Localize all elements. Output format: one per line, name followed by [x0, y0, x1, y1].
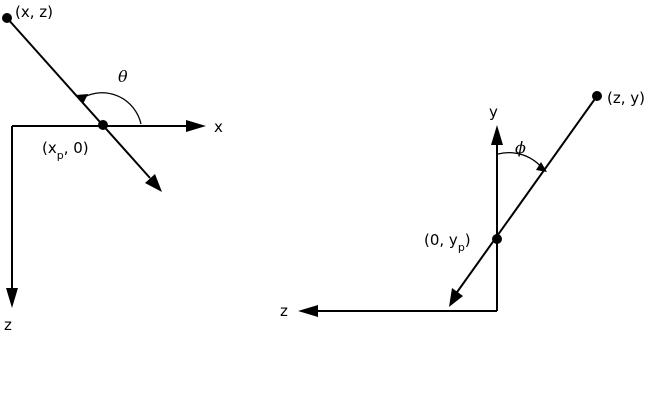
left-intercept-point	[98, 120, 108, 130]
left-x-axis-arrowhead	[186, 120, 206, 132]
right-y-axis-label: y	[489, 103, 498, 121]
left-panel-xz-plane: (x, z) θ x z (xp, 0)	[2, 3, 223, 334]
left-z-axis	[6, 126, 18, 308]
left-z-axis-label: z	[4, 316, 12, 334]
right-ray	[449, 95, 598, 307]
left-angle-theta-arrowhead	[76, 94, 88, 104]
right-angle-phi-arrowhead	[536, 162, 547, 172]
right-ray-arrowhead	[449, 288, 463, 307]
left-intercept-label: (xp, 0)	[42, 139, 89, 162]
right-intercept-label: (0, yp)	[424, 231, 471, 254]
right-z-axis	[298, 305, 497, 317]
left-point-label: (x, z)	[15, 3, 53, 21]
left-z-axis-arrowhead	[6, 288, 18, 308]
left-angle-label: θ	[118, 67, 128, 86]
right-y-axis	[491, 125, 503, 311]
right-angle-phi-arc	[497, 152, 547, 172]
right-y-axis-arrowhead	[491, 125, 503, 145]
right-angle-label: ϕ	[515, 138, 526, 157]
right-point-label: (z, y)	[607, 89, 645, 107]
left-ray	[6, 17, 162, 192]
left-x-axis-label: x	[214, 118, 223, 136]
left-angle-theta-arc	[76, 92, 142, 125]
left-x-axis	[12, 120, 206, 132]
right-z-axis-label: z	[280, 302, 288, 320]
right-panel-zy-plane: (z, y) ϕ y z (0, yp)	[280, 89, 645, 320]
right-intercept-point	[492, 234, 502, 244]
left-ray-arrowhead	[145, 174, 162, 192]
left-source-point	[2, 13, 12, 23]
right-z-axis-arrowhead	[298, 305, 318, 317]
right-source-point	[592, 91, 602, 101]
